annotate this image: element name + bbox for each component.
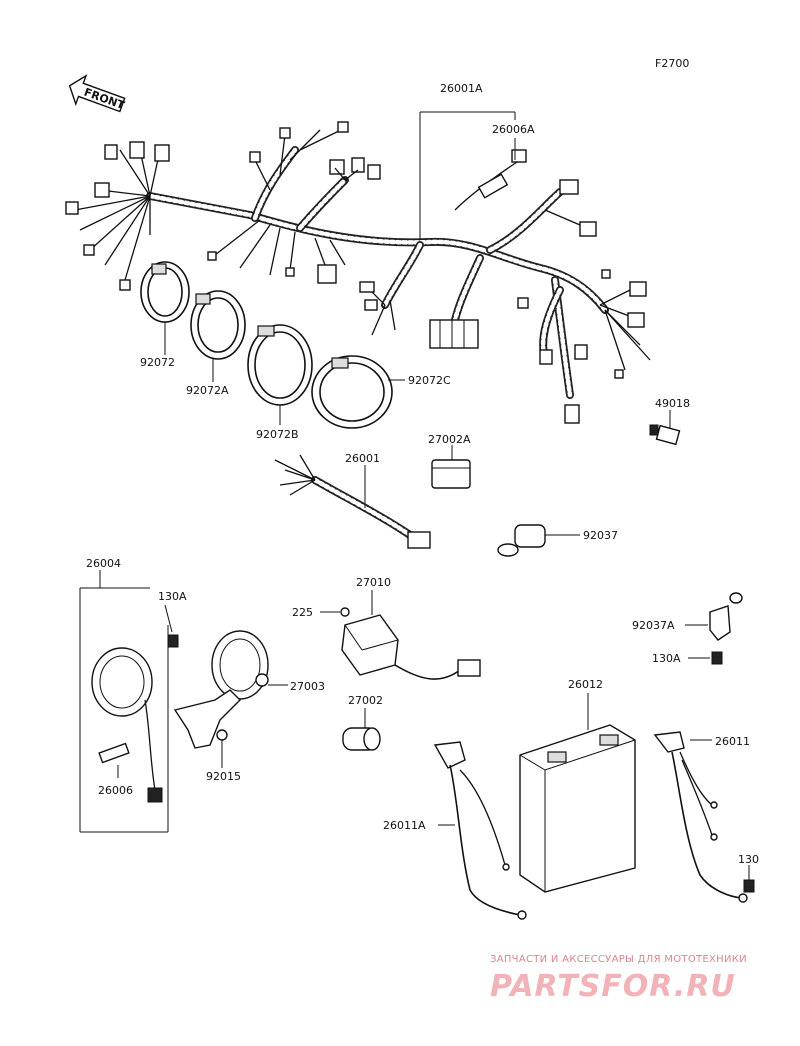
clamp-92072C	[311, 355, 405, 429]
front-label: FRONT	[82, 86, 126, 113]
relay-27002	[342, 708, 381, 751]
label-26001: 26001	[345, 452, 380, 465]
label-26006: 26006	[98, 784, 133, 797]
main-harness	[65, 121, 651, 424]
part-92037A	[685, 592, 743, 641]
part-92037	[497, 524, 580, 557]
cable-26011	[653, 731, 748, 903]
bolt-130A-right	[688, 651, 723, 665]
label-130A-right: 130A	[652, 652, 681, 665]
label-130: 130	[738, 853, 759, 866]
label-92072A: 92072A	[186, 384, 229, 397]
regulator-27010	[320, 590, 481, 680]
label-92037A: 92037A	[632, 619, 675, 632]
watermark-caption: ЗАПЧАСТИ И АКСЕССУАРЫ ДЛЯ МОТОТЕХНИКИ	[490, 954, 747, 965]
label-27003: 27003	[290, 680, 325, 693]
clamp-92072	[140, 261, 190, 355]
leader-26001A	[419, 111, 516, 240]
label-26011: 26011	[715, 735, 750, 748]
figure-code: F2700	[655, 57, 689, 70]
label-92072B: 92072B	[256, 428, 299, 441]
cable-26011A	[433, 741, 527, 920]
label-26001A: 26001A	[440, 82, 483, 95]
battery-26012	[519, 693, 636, 893]
clamp-92072B	[247, 324, 313, 425]
bolt-130	[743, 865, 755, 893]
label-130A-top: 130A	[158, 590, 187, 603]
horn-assembly-26004	[79, 570, 288, 833]
label-92015: 92015	[206, 770, 241, 783]
relay-27002A	[431, 445, 471, 489]
label-26012: 26012	[568, 678, 603, 691]
label-27002: 27002	[348, 694, 383, 707]
label-27010: 27010	[356, 576, 391, 589]
label-49018: 49018	[655, 397, 690, 410]
label-26004: 26004	[86, 557, 121, 570]
label-92037: 92037	[583, 529, 618, 542]
label-225: 225	[292, 606, 313, 619]
watermark-brand: PARTSFOR.RU	[490, 969, 736, 1004]
label-92072C: 92072C	[408, 374, 451, 387]
clamp-92072A	[190, 290, 246, 382]
label-26011A: 26011A	[383, 819, 426, 832]
part-49018	[649, 410, 681, 446]
sub-harness-26001	[274, 454, 431, 549]
label-26006A: 26006A	[492, 123, 535, 136]
label-27002A: 27002A	[428, 433, 471, 446]
front-arrow: FRONT	[68, 74, 127, 113]
label-92072: 92072	[140, 356, 175, 369]
